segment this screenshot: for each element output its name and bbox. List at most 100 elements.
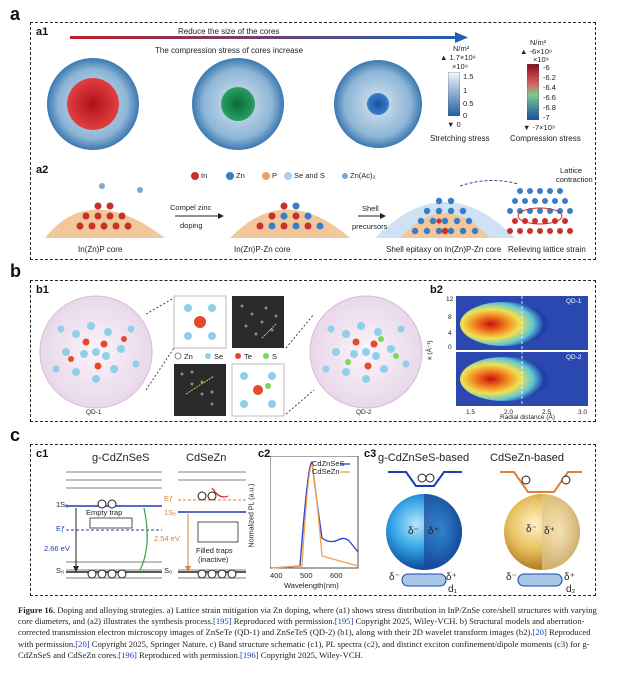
compress-tick-4: -6.8 bbox=[543, 103, 556, 112]
c1-title-right: CdSeZn bbox=[186, 452, 227, 464]
step2-line1: Shell bbox=[362, 204, 379, 213]
c3-left-dminus: δ⁻ bbox=[408, 526, 419, 537]
c3-right-dminus: δ⁻ bbox=[526, 524, 537, 535]
b2-xtick-0: 1.5 bbox=[466, 409, 476, 416]
b1-legend-se: Se bbox=[214, 352, 224, 361]
b2-label: b2 bbox=[430, 284, 443, 296]
caption-ref-3[interactable]: [20] bbox=[532, 627, 547, 638]
pl-spectrum bbox=[270, 456, 359, 569]
b2-xlabel: Radial distance (Å) bbox=[500, 414, 555, 421]
c1-ef-right: Eƒ bbox=[164, 494, 174, 503]
stretch-tick-2: 0.5 bbox=[463, 99, 474, 108]
caption-ref-4[interactable]: [20] bbox=[75, 638, 90, 649]
b1-legend-s: S bbox=[272, 352, 278, 361]
c1-gap-left: 2.66 eV bbox=[44, 544, 70, 553]
b2-bottom-label: QD-2 bbox=[566, 354, 582, 361]
step2-line2: precursors bbox=[352, 222, 388, 231]
c1-gap-right: 2.54 eV bbox=[154, 534, 180, 543]
c2-xlabel: Wavelength(nm) bbox=[284, 581, 339, 590]
c3-right-bar-dminus: δ⁻ bbox=[506, 572, 517, 583]
b2-wavelet-maps bbox=[456, 296, 588, 406]
dipole-spheres bbox=[386, 471, 582, 587]
panel-b-box bbox=[30, 280, 596, 422]
caption-text-3: Copyright 2025, Wiley-VCH. b) Structural… bbox=[18, 616, 585, 638]
legend-znac: Zn(Ac)₂ bbox=[350, 171, 376, 180]
caption-text-7: Copyright 2025, Wiley-VCH. bbox=[258, 649, 363, 660]
compress-exp: ×10⁹ bbox=[533, 55, 549, 64]
c3-right-dplus: δ⁺ bbox=[544, 526, 555, 537]
c2-xtick-1: 500 bbox=[300, 571, 313, 580]
caption-ref-6[interactable]: [196] bbox=[240, 649, 259, 660]
panel-letter-a: a bbox=[10, 4, 21, 24]
caption-lead: Figure 16. bbox=[18, 605, 56, 615]
c3-label: c3 bbox=[364, 448, 377, 460]
c1-filled-1: Filled traps bbox=[196, 546, 233, 555]
stretch-tick-3: 0 bbox=[463, 111, 468, 120]
qd-models bbox=[39, 295, 423, 417]
panel-letter-b: b bbox=[10, 261, 21, 281]
caption-text-1: Doping and alloying strategies. a) Latti… bbox=[18, 605, 597, 627]
a2-caption-2: In(Zn)P-Zn core bbox=[234, 245, 291, 254]
stretch-exp: ×10⁹ bbox=[452, 62, 468, 71]
b2-xtick-3: 3.0 bbox=[578, 409, 588, 416]
c3-left-dplus: δ⁺ bbox=[428, 526, 439, 537]
legend-se-s: Se and S bbox=[294, 171, 325, 180]
c1-s1-left: 1Sₑ bbox=[56, 500, 68, 509]
a2-caption-1: In(Zn)P core bbox=[78, 245, 123, 254]
c3-left-bar-dminus: δ⁻ bbox=[389, 572, 400, 583]
compress-tick-0: -6 bbox=[543, 63, 550, 72]
band-diagram bbox=[66, 471, 246, 579]
c1-title-left: g-CdZnSeS bbox=[92, 452, 150, 464]
b2-xtick-2: 2.5 bbox=[542, 409, 552, 416]
c3-right-title: CdSeZn-based bbox=[490, 452, 564, 464]
c1-s0-left: S₀ bbox=[56, 566, 65, 575]
b2-xtick-1: 2.0 bbox=[504, 409, 514, 416]
compress-top: ▲ -6×10⁹ bbox=[520, 47, 553, 56]
synthesis-schematic bbox=[45, 180, 573, 238]
b1-legend-zn: Zn bbox=[184, 352, 193, 361]
qd1-label: QD-1 bbox=[86, 409, 102, 416]
compress-tick-2: -6.4 bbox=[543, 83, 556, 92]
compress-unit: N/m² bbox=[530, 38, 547, 47]
legend-p: P bbox=[272, 171, 278, 180]
b2-ytick-3: 0 bbox=[448, 344, 452, 351]
stress-spheres bbox=[47, 58, 422, 150]
b1-legend-te: Te bbox=[244, 352, 252, 361]
b2-ylabel: κ (Å⁻¹) bbox=[426, 340, 434, 360]
a2-label: a2 bbox=[36, 164, 49, 176]
arrow-bottom-text: The compression stress of cores increase bbox=[155, 46, 304, 55]
c1-label: c1 bbox=[36, 448, 49, 460]
stretch-tick-1: 1 bbox=[463, 86, 468, 95]
compress-bottom: ▼ -7×10⁹ bbox=[523, 123, 556, 132]
a2-caption-4: Relieving lattice strain bbox=[508, 245, 586, 254]
stretch-tick-0: 1.5 bbox=[463, 72, 474, 81]
a2-legend-icons bbox=[191, 172, 348, 180]
size-arrow bbox=[70, 32, 468, 43]
c3-left-bar-dplus: δ⁺ bbox=[446, 572, 457, 583]
a1-label: a1 bbox=[36, 26, 49, 38]
figure-caption: Figure 16. Doping and alloying strategie… bbox=[18, 605, 603, 661]
caption-ref-2[interactable]: [195] bbox=[334, 616, 354, 627]
b1-label: b1 bbox=[36, 284, 49, 296]
c2-legend-2: CdSeZn bbox=[312, 467, 340, 476]
stretch-top: ▲ 1.7×10⁹ bbox=[440, 53, 476, 62]
a2-caption-3: Shell epitaxy on In(Zn)P-Zn core bbox=[386, 245, 502, 254]
compress-colorbar bbox=[527, 64, 539, 120]
b2-ytick-0: 12 bbox=[446, 296, 454, 303]
b2-top-label: QD-1 bbox=[566, 298, 582, 305]
lattice-line2: contraction bbox=[556, 175, 593, 184]
caption-text-4: Reproduced with permission. bbox=[18, 627, 591, 649]
stretch-title: Stretching stress bbox=[430, 134, 490, 143]
c3-right-bar-dplus: δ⁺ bbox=[564, 572, 575, 583]
step1-line2: doping bbox=[180, 221, 203, 230]
compress-title: Compression stress bbox=[510, 134, 581, 143]
caption-ref-5[interactable]: [196] bbox=[118, 649, 137, 660]
compress-tick-3: -6.6 bbox=[543, 93, 556, 102]
legend-zn: Zn bbox=[236, 171, 245, 180]
caption-ref-1[interactable]: [195] bbox=[212, 616, 232, 627]
qd2-label: QD-2 bbox=[356, 409, 372, 416]
c2-xtick-2: 600 bbox=[330, 571, 343, 580]
legend-in: In bbox=[201, 171, 208, 180]
b2-ytick-2: 4 bbox=[448, 330, 452, 337]
c3-d2: d₂ bbox=[566, 584, 576, 595]
